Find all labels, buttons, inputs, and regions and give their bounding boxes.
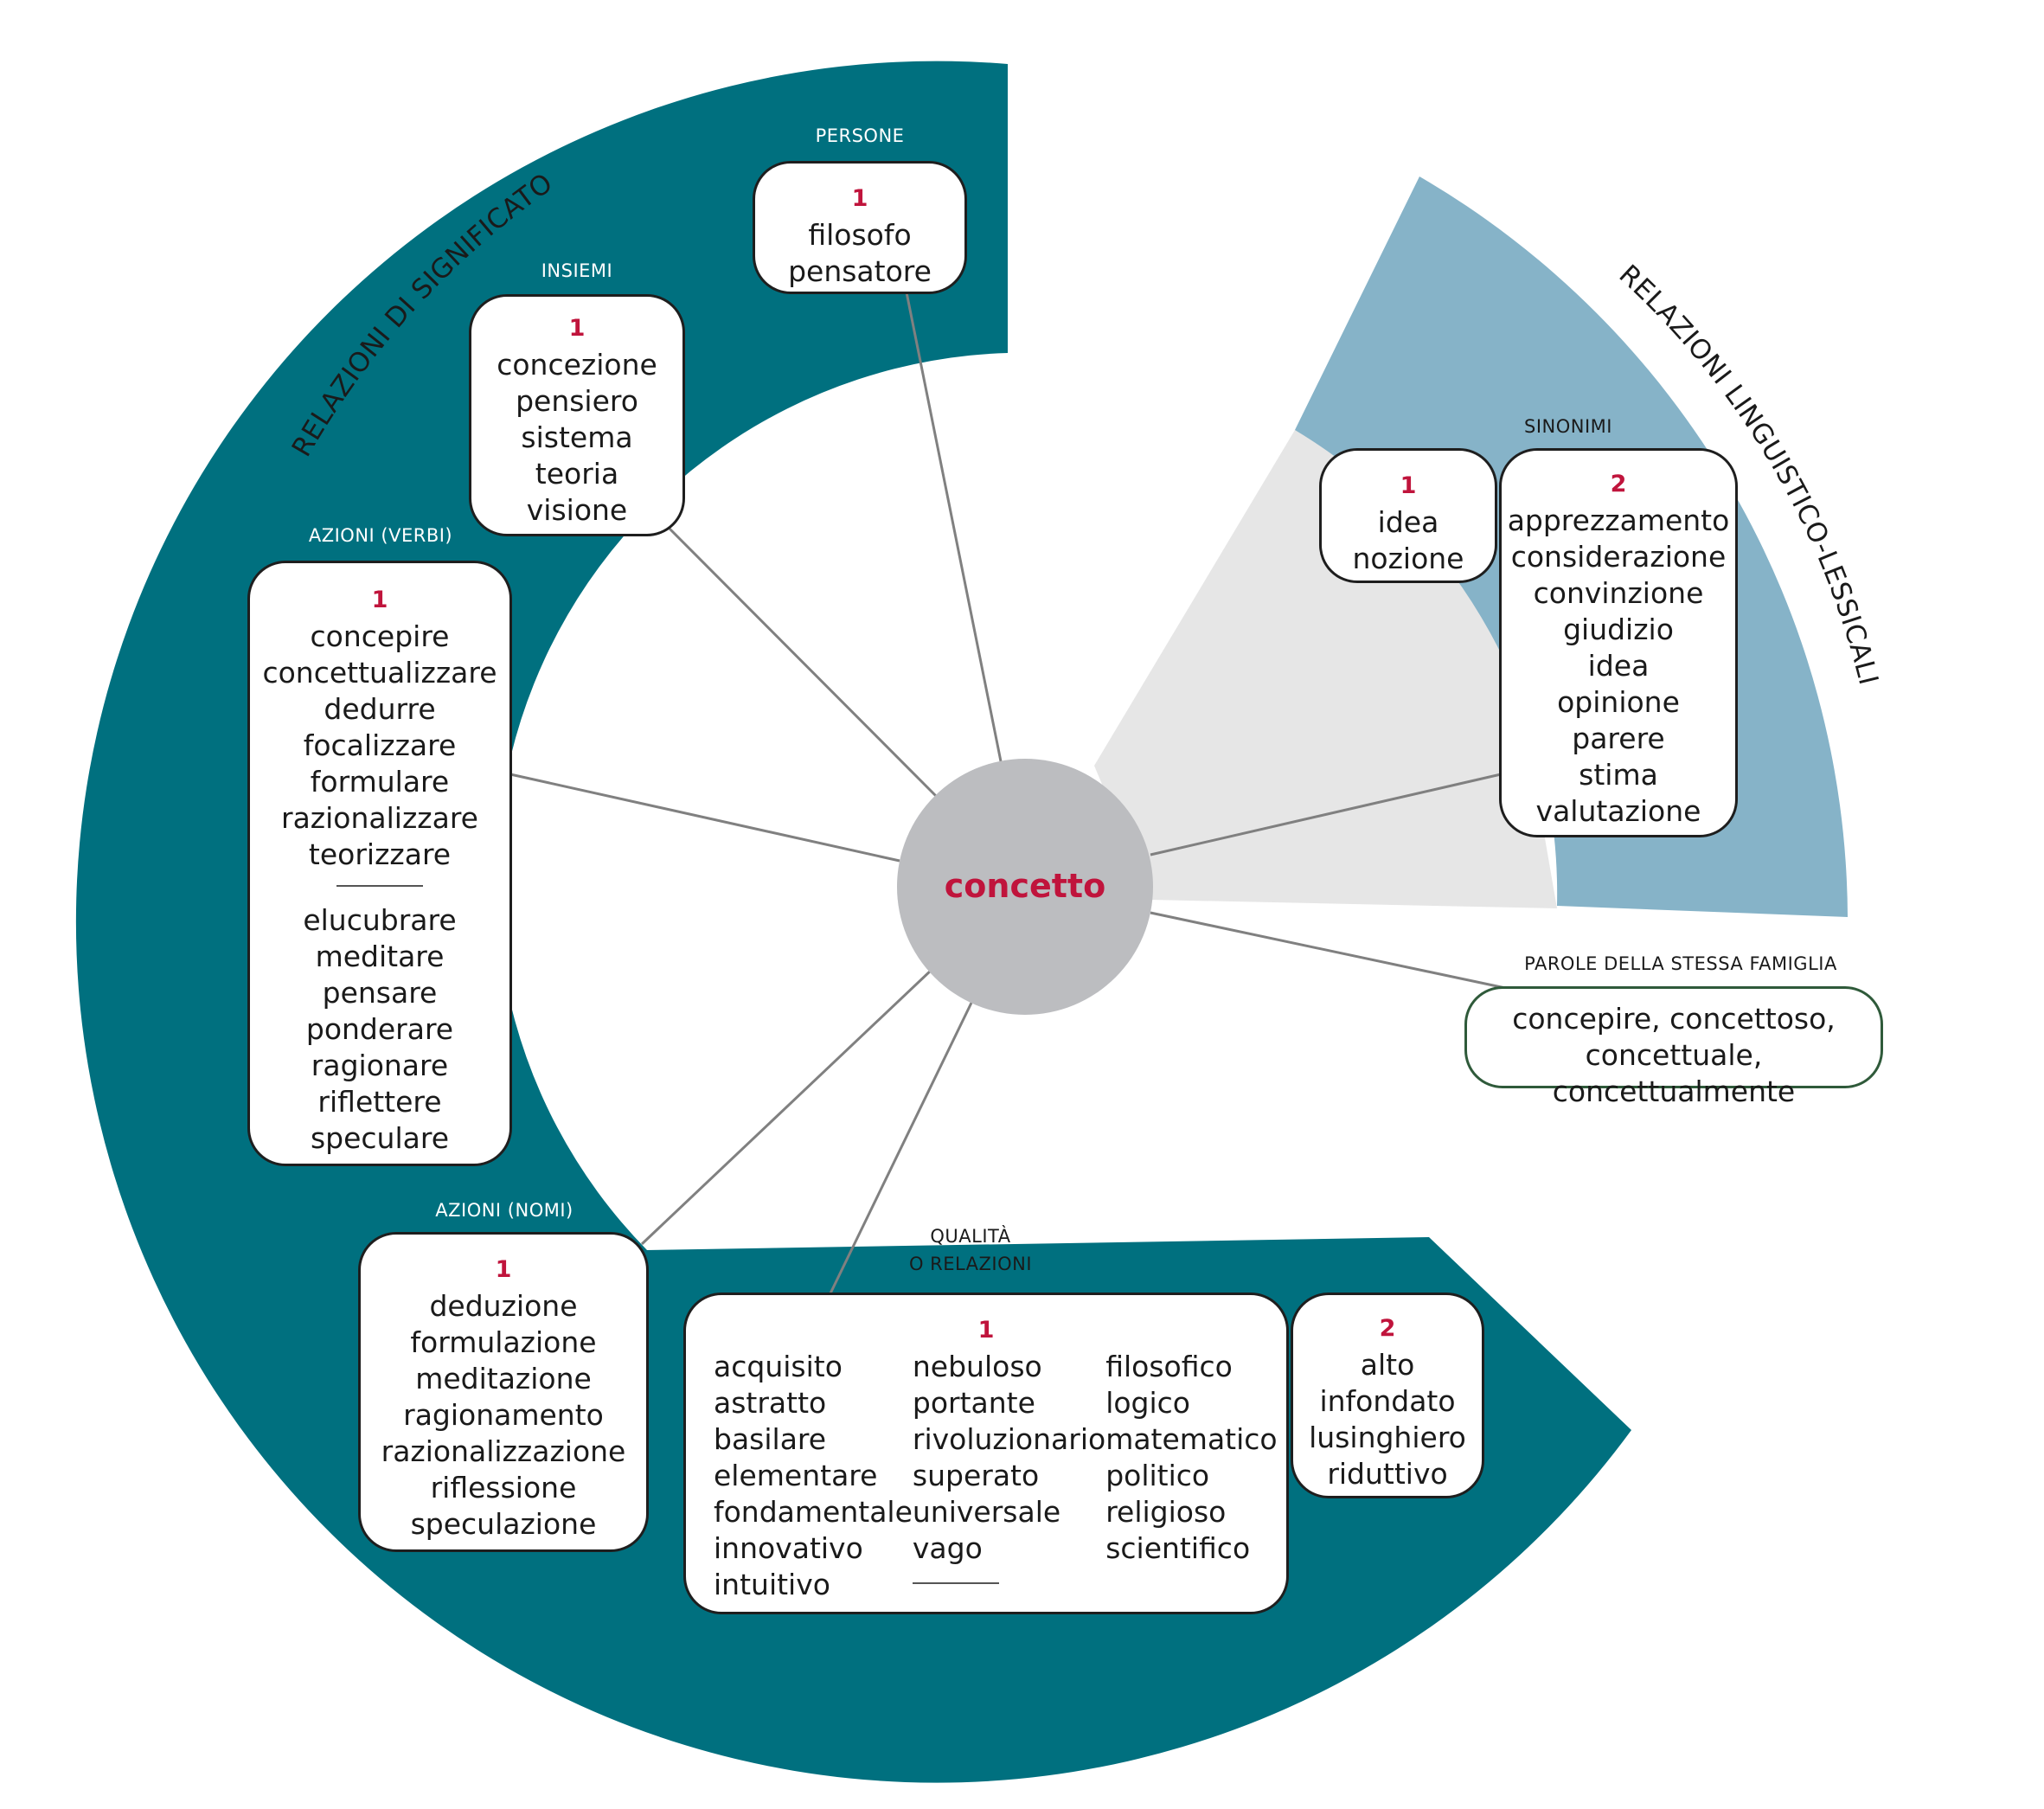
word: ragionamento [403, 1398, 604, 1432]
word: universale [912, 1495, 1061, 1529]
word: pensatore [788, 254, 932, 288]
box-sinonimi-1: 1 idea nozione [1319, 448, 1497, 583]
word: religioso [1105, 1495, 1227, 1529]
word: vago [912, 1531, 983, 1565]
word: razionalizzazione [381, 1434, 626, 1468]
box-qualita-2: 2 alto infondato lusinghiero riduttivo [1291, 1293, 1484, 1498]
word: intuitivo [714, 1568, 830, 1601]
word: teorizzare [308, 837, 452, 871]
center-node [897, 759, 1153, 1015]
word: filosofo [808, 218, 912, 252]
word: ragionare [311, 1049, 449, 1082]
sense-number: 1 [495, 1256, 512, 1283]
word: opinione [1557, 685, 1680, 719]
word: riflettere [317, 1085, 442, 1119]
box-azioni-nomi: 1 deduzione formulazione meditazione rag… [358, 1232, 649, 1552]
word: logico [1105, 1386, 1190, 1420]
sense-number: 1 [977, 1317, 995, 1344]
category-label-persone: PERSONE [815, 125, 905, 146]
word: pensare [322, 976, 438, 1010]
word: superato [912, 1459, 1040, 1492]
center-word: concetto [944, 867, 1106, 905]
sense-number: 1 [568, 315, 586, 342]
sense-number: 2 [1610, 471, 1627, 497]
word: basilare [714, 1422, 827, 1456]
category-label-qualita: QUALITÀ O RELAZIONI [884, 1222, 1057, 1278]
word: portante [912, 1386, 1035, 1420]
word: concettualizzare [262, 656, 497, 690]
word: innovativo [714, 1531, 863, 1565]
qualita-column-2: nebuloso portante rivoluzionario superat… [912, 1349, 1106, 1603]
word: giudizio [1563, 613, 1674, 646]
word: focalizzare [303, 728, 457, 762]
divider [336, 885, 423, 887]
connector-lines [509, 292, 1510, 1294]
word: meditazione [415, 1362, 592, 1395]
word: meditare [315, 940, 445, 973]
word: lusinghiero [1309, 1421, 1466, 1454]
word: apprezzamento [1507, 504, 1730, 537]
word: formulare [310, 765, 450, 799]
box-famiglia: concepire, concettoso, concettuale, conc… [1464, 986, 1883, 1108]
word: pensiero [516, 384, 638, 418]
family-words-line-2: concettuale, concettualmente [1552, 1038, 1796, 1108]
word: valutazione [1535, 794, 1701, 828]
word: visione [526, 493, 628, 527]
word: matematico [1105, 1422, 1278, 1456]
word: idea [1377, 505, 1439, 539]
word: formulazione [410, 1325, 597, 1359]
box-persone: 1 filosofo pensatore [753, 161, 967, 294]
category-label-insiemi: INSIEMI [541, 260, 613, 281]
qualita-columns: acquisito astratto basilare elementare f… [686, 1349, 1286, 1603]
box-insiemi: 1 concezione pensiero sistema teoria vis… [469, 294, 685, 536]
word: nozione [1352, 542, 1464, 575]
qualita-column-1: acquisito astratto basilare elementare f… [714, 1349, 913, 1603]
word: sistema [521, 420, 633, 454]
category-label-famiglia: PAROLE DELLA STESSA FAMIGLIA [1524, 953, 1837, 974]
category-label-line: QUALITÀ [930, 1226, 1011, 1247]
category-label-azioni-verbi: AZIONI (VERBI) [308, 525, 453, 546]
word: ponderare [305, 1012, 454, 1046]
category-label-sinonimi: SINONIMI [1524, 416, 1612, 437]
word: convinzione [1533, 576, 1704, 610]
word: astratto [714, 1386, 827, 1420]
word: riduttivo [1327, 1457, 1448, 1491]
word: razionalizzare [281, 801, 478, 835]
divider [912, 1582, 999, 1584]
word: speculare [310, 1121, 450, 1155]
box-azioni-verbi: 1 concepire concettualizzare dedurre foc… [247, 561, 512, 1166]
word: speculazione [410, 1507, 597, 1541]
word: teoria [535, 457, 619, 491]
word: parere [1572, 722, 1665, 755]
sense-number: 2 [1379, 1315, 1396, 1342]
sense-number: 1 [371, 587, 388, 613]
word: stima [1579, 758, 1658, 792]
word: riflessione [430, 1471, 577, 1504]
word: fondamentale [714, 1495, 913, 1529]
word: acquisito [714, 1350, 843, 1383]
qualita-column-3: filosofico logico matematico politico re… [1105, 1349, 1277, 1603]
word: rivoluzionario [912, 1422, 1106, 1456]
sense-number: 1 [1400, 472, 1417, 499]
category-label-line: O RELAZIONI [908, 1254, 1033, 1274]
sense-number: 1 [851, 185, 868, 212]
word: politico [1105, 1459, 1210, 1492]
word: alto [1360, 1348, 1415, 1382]
word: deduzione [429, 1289, 578, 1323]
word: dedurre [324, 692, 436, 726]
word: nebuloso [912, 1350, 1042, 1383]
word: concepire [310, 619, 450, 653]
word: infondato [1319, 1384, 1456, 1418]
word: considerazione [1510, 540, 1727, 574]
box-sinonimi-2: 2 apprezzamento considerazione convinzio… [1499, 448, 1738, 837]
word: scientifico [1105, 1531, 1251, 1565]
word: concezione [497, 348, 657, 382]
word: filosofico [1105, 1350, 1233, 1383]
category-label-azioni-nomi: AZIONI (NOMI) [435, 1200, 573, 1221]
word: elementare [714, 1459, 878, 1492]
word: elucubrare [303, 903, 457, 937]
box-qualita: 1 acquisito astratto basilare elementare… [683, 1293, 1289, 1614]
word: idea [1587, 649, 1650, 683]
family-words-line-1: concepire, concettoso, [1512, 1002, 1836, 1036]
